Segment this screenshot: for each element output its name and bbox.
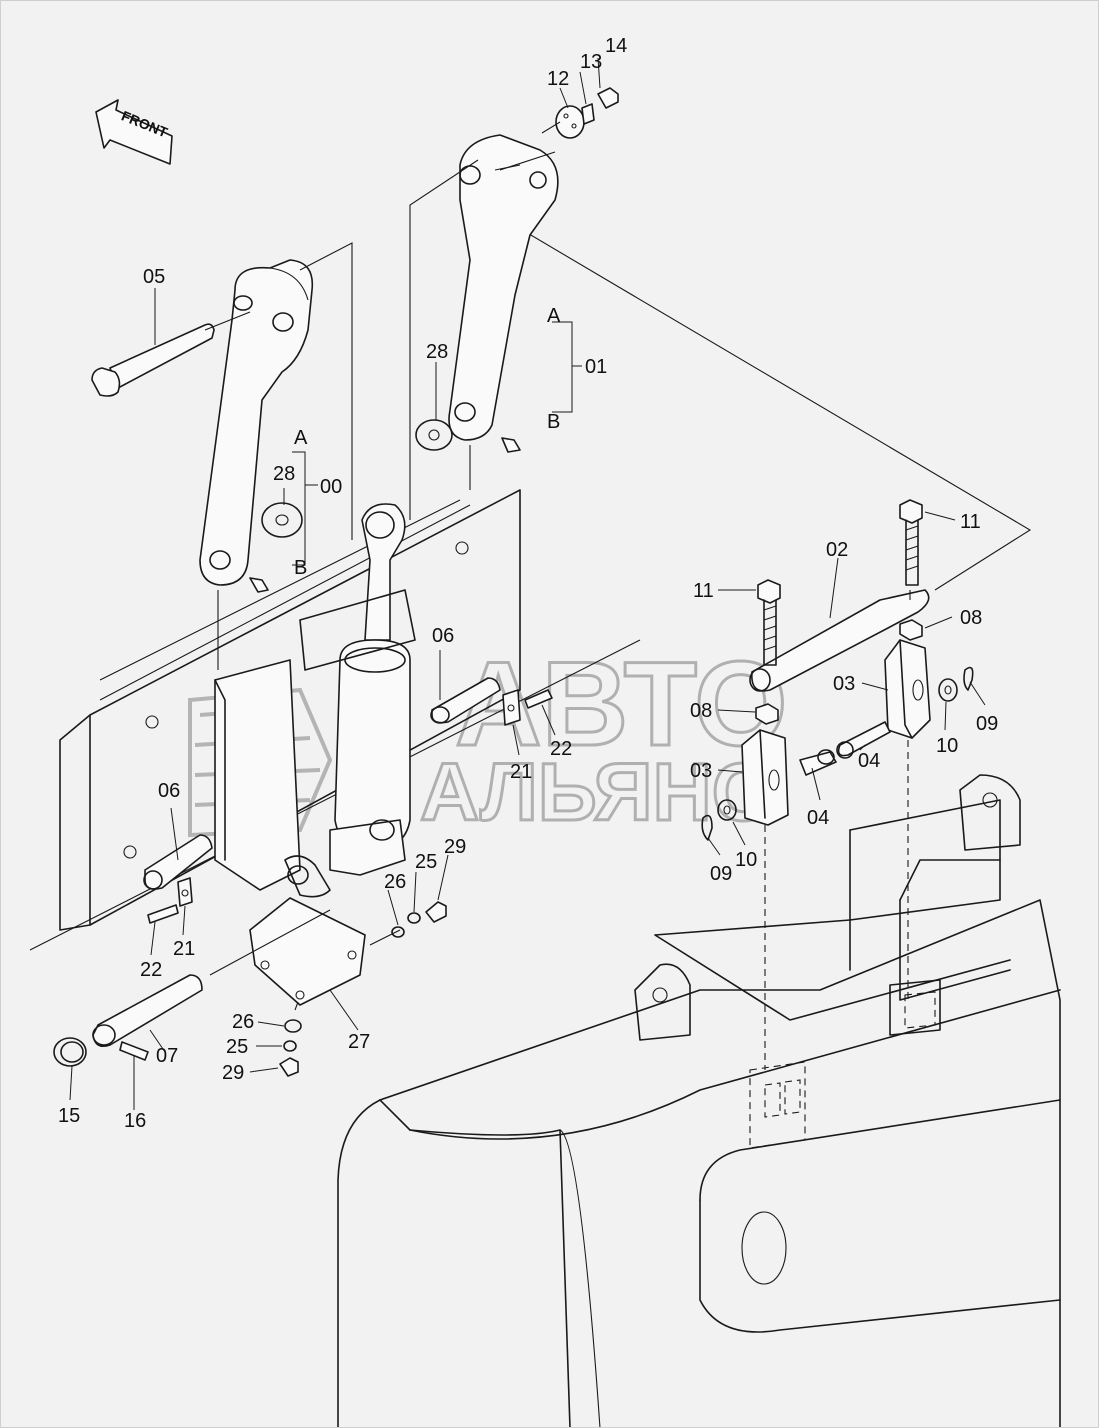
callout-21-upper: 21 bbox=[510, 761, 532, 783]
washer-28-left bbox=[261, 502, 303, 538]
bolt-29-b bbox=[279, 1057, 299, 1077]
cover-plate-27 bbox=[249, 897, 366, 1006]
leader-lines bbox=[69, 57, 986, 1110]
callout-04-right: 04 bbox=[858, 750, 880, 772]
callout-03-right: 03 bbox=[833, 673, 855, 695]
callout-12: 12 bbox=[547, 68, 569, 90]
callout-A-left: A bbox=[294, 427, 308, 449]
callout-A-right: A bbox=[547, 305, 561, 327]
machine-body bbox=[29, 204, 1061, 1428]
plate-21-lower bbox=[177, 877, 193, 907]
plate-21-upper bbox=[502, 689, 521, 726]
callout-B-right: B bbox=[547, 411, 560, 433]
callout-08-right: 08 bbox=[960, 607, 982, 629]
bolt-11-left bbox=[757, 579, 781, 666]
pin-04-right bbox=[836, 721, 891, 759]
callout-labels: 05 14 13 12 00 A B 28 01 A B 28 02 11 11… bbox=[58, 35, 998, 1132]
pin-16 bbox=[119, 1041, 149, 1061]
grease-fitting-left bbox=[249, 577, 269, 593]
pin-07 bbox=[92, 974, 203, 1048]
callout-07: 07 bbox=[156, 1045, 178, 1067]
callout-00: 00 bbox=[320, 476, 342, 498]
nut-08-left bbox=[755, 703, 779, 725]
callout-11-right: 11 bbox=[960, 511, 981, 533]
callout-25-lower: 25 bbox=[226, 1036, 248, 1058]
cap-12 bbox=[555, 105, 585, 139]
callout-10-right: 10 bbox=[936, 735, 958, 757]
callout-09-right: 09 bbox=[976, 713, 998, 735]
callout-06-lower: 06 bbox=[158, 780, 180, 802]
ring-15 bbox=[53, 1037, 87, 1067]
washer-28-right bbox=[415, 419, 453, 451]
callout-29-upper: 29 bbox=[444, 836, 466, 858]
rod-02 bbox=[749, 589, 930, 692]
callout-13: 13 bbox=[580, 51, 602, 73]
callout-10-left: 10 bbox=[735, 849, 757, 871]
callout-B-left: B bbox=[294, 557, 307, 579]
link-arm-left bbox=[199, 259, 314, 586]
bolt-22-lower bbox=[147, 904, 179, 924]
callout-08-left: 08 bbox=[690, 700, 712, 722]
bolt-22-upper bbox=[524, 689, 553, 709]
callout-14: 14 bbox=[605, 35, 627, 57]
pin-06-upper bbox=[430, 677, 501, 724]
grease-fitting-right bbox=[501, 437, 521, 453]
bolt-14 bbox=[597, 87, 619, 109]
front-arrow-icon: FRONT bbox=[95, 99, 173, 165]
pin-04-left bbox=[799, 749, 837, 776]
callout-09-left: 09 bbox=[710, 863, 732, 885]
block-03-left bbox=[741, 729, 789, 826]
callout-29-lower: 29 bbox=[222, 1062, 244, 1084]
clip-09-left bbox=[701, 814, 713, 841]
callout-28-right: 28 bbox=[426, 341, 448, 363]
washer-25-b bbox=[283, 1040, 297, 1052]
callout-27: 27 bbox=[348, 1031, 370, 1053]
link-arm-right bbox=[448, 134, 559, 441]
washer-26-b bbox=[284, 1019, 302, 1033]
callout-15: 15 bbox=[58, 1105, 80, 1127]
callout-25-upper: 25 bbox=[415, 851, 437, 873]
bolt-11-right bbox=[899, 499, 923, 586]
washer-10-left bbox=[717, 799, 737, 821]
callout-02: 02 bbox=[826, 539, 848, 561]
callout-21-lower: 21 bbox=[173, 938, 195, 960]
washer-10-right bbox=[938, 678, 958, 702]
mount-bracket bbox=[214, 589, 416, 898]
block-03-right bbox=[884, 639, 931, 739]
callout-22-upper: 22 bbox=[550, 738, 572, 760]
callout-01: 01 bbox=[585, 356, 607, 378]
callout-26-lower: 26 bbox=[232, 1011, 254, 1033]
callout-16: 16 bbox=[124, 1110, 146, 1132]
plate-13 bbox=[581, 103, 595, 125]
nut-08-right bbox=[899, 619, 923, 641]
bolt-29-a bbox=[425, 901, 447, 923]
clip-09-right bbox=[963, 666, 974, 691]
watermark-line2: АЛЬЯНС bbox=[420, 747, 771, 838]
pin-06-lower bbox=[143, 834, 213, 890]
pin-05 bbox=[91, 323, 215, 397]
callout-06-upper: 06 bbox=[432, 625, 454, 647]
lift-cylinder bbox=[329, 503, 411, 876]
callout-03-left: 03 bbox=[690, 760, 712, 782]
callout-05: 05 bbox=[143, 266, 165, 288]
callout-11-left: 11 bbox=[693, 580, 714, 602]
callout-28-left: 28 bbox=[273, 463, 295, 485]
callout-26-upper: 26 bbox=[384, 871, 406, 893]
callout-04-left: 04 bbox=[807, 807, 829, 829]
washer-26-a bbox=[391, 926, 405, 938]
callout-22-lower: 22 bbox=[140, 959, 162, 981]
washer-25-a bbox=[407, 912, 421, 924]
